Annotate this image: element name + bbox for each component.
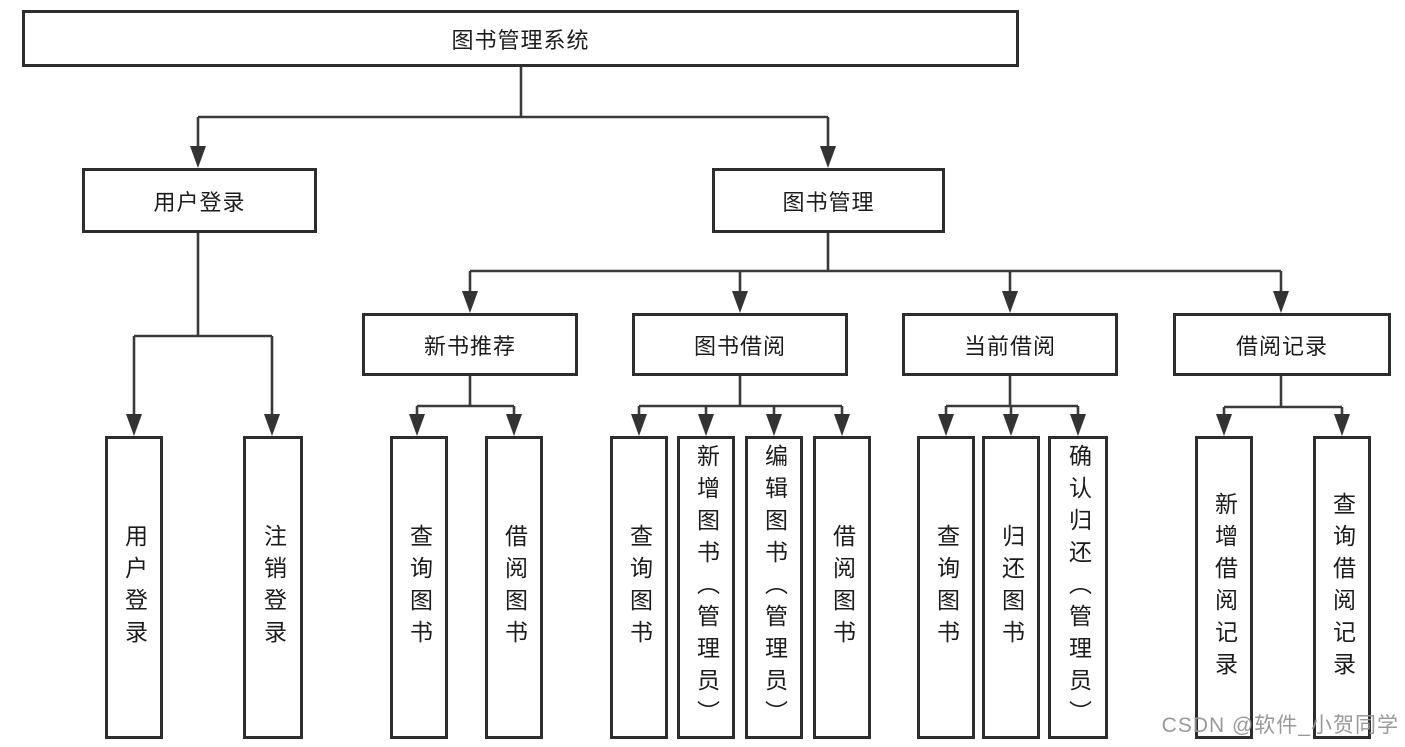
node-current-borrowing: 当前借阅 <box>902 313 1118 376</box>
leaf-query-borrow-record: 查询借阅记录 <box>1313 436 1371 739</box>
leaf-add-books-admin: 新增图书（管理员） <box>677 436 735 739</box>
node-user-login: 用户登录 <box>82 168 317 233</box>
leaf-label: 注销登录 <box>260 523 287 652</box>
node-label: 图书管理 <box>782 189 875 215</box>
leaf-borrowing-borrow-books: 借阅图书 <box>813 436 871 739</box>
leaf-label: 查询图书 <box>933 523 960 652</box>
node-borrowing-records: 借阅记录 <box>1173 313 1391 376</box>
leaf-edit-books-admin: 编辑图书（管理员） <box>745 436 803 739</box>
node-label: 当前借阅 <box>963 333 1056 359</box>
leaf-label: 归还图书 <box>998 523 1025 652</box>
leaf-label: 确认归还（管理员） <box>1065 443 1092 732</box>
node-book-management: 图书管理 <box>712 168 945 233</box>
leaf-label: 新增借阅记录 <box>1211 491 1238 684</box>
leaf-confirm-return-admin: 确认归还（管理员） <box>1048 436 1108 739</box>
leaf-label: 编辑图书（管理员） <box>761 443 788 732</box>
leaf-label: 查询借阅记录 <box>1329 491 1356 684</box>
arrowhead-icons <box>126 146 1350 436</box>
node-label: 用户登录 <box>153 189 246 215</box>
leaf-return-books: 归还图书 <box>982 436 1040 739</box>
node-new-book-recommend: 新书推荐 <box>362 313 578 376</box>
node-label: 图书管理系统 <box>451 27 590 53</box>
leaf-label: 新增图书（管理员） <box>693 443 720 732</box>
leaf-add-borrow-record: 新增借阅记录 <box>1195 436 1253 739</box>
node-book-borrowing: 图书借阅 <box>632 313 848 376</box>
leaf-user-login: 用户登录 <box>105 436 163 739</box>
node-label: 借阅记录 <box>1235 333 1328 359</box>
leaf-recommend-query-books: 查询图书 <box>390 436 448 739</box>
node-label: 图书借阅 <box>693 333 786 359</box>
leaf-label: 借阅图书 <box>829 523 856 652</box>
leaf-label: 用户登录 <box>121 523 148 652</box>
leaf-current-query-books: 查询图书 <box>917 436 975 739</box>
node-label: 新书推荐 <box>423 333 516 359</box>
leaf-label: 查询图书 <box>626 523 653 652</box>
leaf-label: 查询图书 <box>406 523 433 652</box>
leaf-label: 借阅图书 <box>501 523 528 652</box>
leaf-recommend-borrow-books: 借阅图书 <box>485 436 543 739</box>
csdn-watermark: CSDN @软件_小贺同学 <box>1161 714 1399 737</box>
leaf-borrowing-query-books: 查询图书 <box>610 436 668 739</box>
leaf-logout: 注销登录 <box>243 436 303 739</box>
node-root-system: 图书管理系统 <box>22 10 1019 67</box>
